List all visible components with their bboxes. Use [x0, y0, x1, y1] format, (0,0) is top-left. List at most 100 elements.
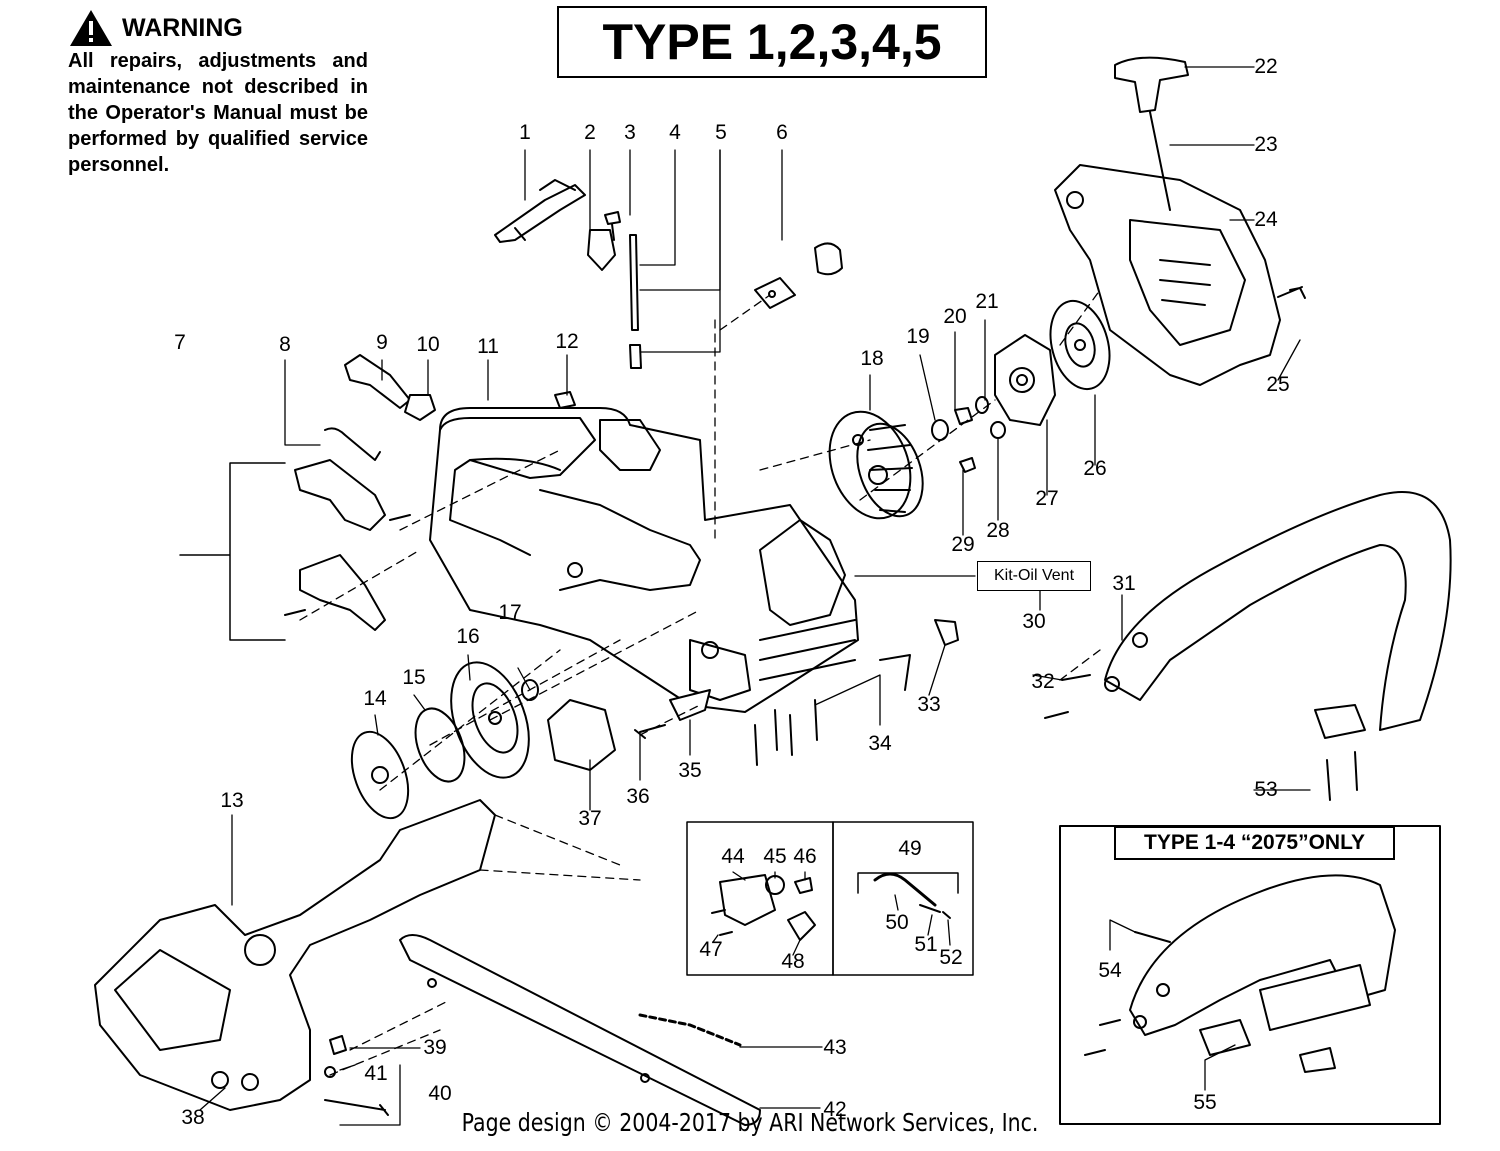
part-3 [604, 211, 621, 241]
callout-14: 14 [363, 687, 387, 710]
callout-24: 24 [1254, 208, 1278, 231]
warning-header: WARNING [68, 8, 368, 48]
part-21 [975, 396, 989, 414]
part-50 [873, 872, 937, 907]
assembly-dashes [299, 289, 1101, 1076]
part-37 [547, 699, 616, 771]
part-13 [94, 799, 496, 1111]
callout-30: 30 [1022, 610, 1046, 633]
callout-41: 41 [364, 1062, 388, 1085]
warning-block: WARNING All repairs, adjustments and mai… [68, 8, 368, 178]
callout-3: 3 [624, 121, 636, 144]
callout-40: 40 [428, 1082, 452, 1105]
warning-title: WARNING [122, 13, 243, 42]
callout-55: 55 [1193, 1091, 1217, 1114]
callout-21: 21 [975, 290, 999, 313]
callout-18: 18 [860, 347, 884, 370]
callout-20: 20 [943, 305, 967, 328]
callout-39: 39 [423, 1036, 447, 1059]
part-10 [404, 394, 436, 421]
callout-10: 10 [416, 333, 440, 356]
part-48 [787, 911, 816, 941]
part-53 [1326, 751, 1358, 801]
callout-52: 52 [939, 946, 963, 969]
callout-37: 37 [578, 807, 602, 830]
callout-32: 32 [1031, 670, 1055, 693]
part-32 [1044, 674, 1091, 719]
callout-16: 16 [456, 625, 480, 648]
part-24 [1054, 164, 1281, 386]
callout-28: 28 [986, 519, 1010, 542]
callout-29: 29 [951, 533, 975, 556]
part-35 [669, 689, 711, 721]
part-6 [754, 242, 843, 309]
detail-box-right [832, 821, 974, 976]
warning-text: All repairs, adjustments and maintenance… [68, 50, 368, 176]
part-27 [994, 334, 1056, 426]
part-25 [1277, 286, 1306, 299]
part-41 [324, 1066, 336, 1078]
part-26 [1049, 299, 1111, 391]
part-2 [587, 229, 616, 271]
part-18 [828, 410, 924, 520]
part-7 [179, 459, 411, 641]
callout-49: 49 [898, 837, 922, 860]
type-heading: TYPE 1,2,3,4,5 [557, 6, 987, 78]
callout-35: 35 [678, 759, 702, 782]
part-5 [629, 344, 642, 369]
callout-8: 8 [279, 333, 291, 356]
callout-13: 13 [220, 789, 244, 812]
part-1 [494, 179, 586, 243]
leader-lines [199, 66, 1311, 1126]
callout-7: 7 [174, 331, 186, 354]
callout-2: 2 [584, 121, 596, 144]
callout-48: 48 [781, 950, 805, 973]
inset-heading: TYPE 1-4 “2075”ONLY [1114, 826, 1395, 860]
callout-45: 45 [763, 845, 787, 868]
callout-27: 27 [1035, 487, 1059, 510]
callout-11: 11 [477, 335, 499, 358]
warning-triangle-icon [70, 10, 112, 46]
callout-46: 46 [793, 845, 817, 868]
copyright-footer: Page design © 2004-2017 by ARI Network S… [461, 1108, 1039, 1137]
callout-36: 36 [626, 785, 650, 808]
part-9 [344, 354, 411, 409]
callout-51: 51 [914, 933, 938, 956]
callout-38: 38 [181, 1106, 205, 1129]
part-33 [879, 619, 959, 691]
callout-19: 19 [906, 325, 930, 348]
callout-26: 26 [1083, 457, 1107, 480]
callout-47: 47 [699, 938, 723, 961]
callout-42: 42 [823, 1098, 847, 1121]
part-40 [324, 1099, 389, 1116]
part-29 [959, 457, 976, 473]
callout-31: 31 [1112, 572, 1136, 595]
part-28 [990, 421, 1006, 439]
callout-23: 23 [1254, 133, 1278, 156]
callout-5: 5 [715, 121, 727, 144]
callout-53: 53 [1254, 778, 1278, 801]
part-17 [521, 679, 539, 701]
part-12 [554, 391, 576, 409]
callout-17: 17 [498, 601, 522, 624]
part-15 [414, 707, 466, 783]
kit-oil-vent-label: Kit-Oil Vent [977, 561, 1091, 591]
part-46 [794, 877, 813, 894]
part-49 [857, 872, 959, 894]
callout-6: 6 [776, 121, 788, 144]
part-20 [954, 407, 973, 425]
part-51 [919, 904, 941, 913]
callout-54: 54 [1098, 959, 1122, 982]
part-39 [329, 1035, 347, 1055]
callout-15: 15 [402, 666, 426, 689]
callout-4: 4 [669, 121, 681, 144]
callout-22: 22 [1254, 55, 1278, 78]
part-34 [754, 699, 818, 766]
callout-34: 34 [868, 732, 892, 755]
part-22 [1114, 56, 1189, 113]
part-4 [629, 234, 639, 331]
engine-housing [429, 407, 859, 713]
part-47 [711, 909, 733, 936]
